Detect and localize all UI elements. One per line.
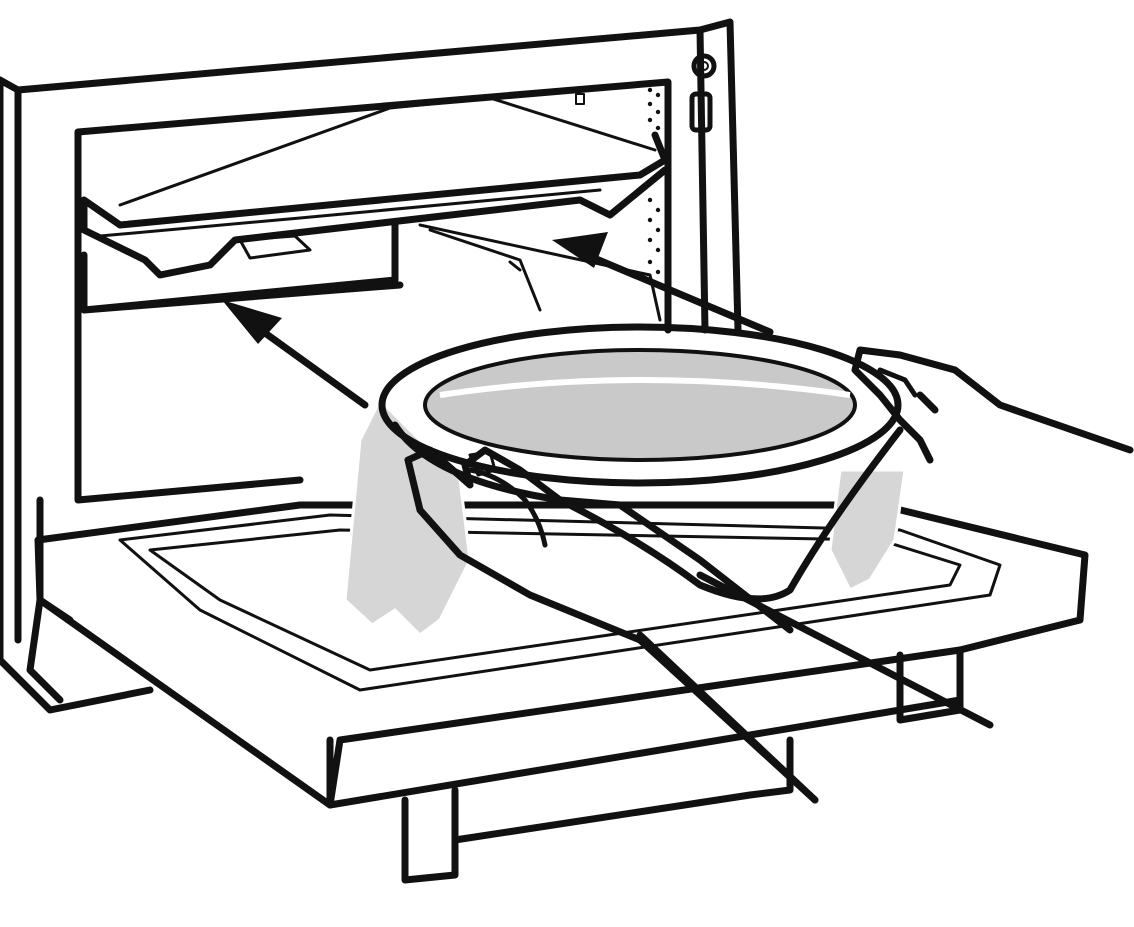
right-hand-outline (851, 346, 1134, 464)
upper-tray-top-edge (118, 96, 657, 207)
insert-arrow-lower (222, 300, 369, 409)
upper-tray-outline (80, 131, 669, 279)
right-finger-grip (877, 367, 918, 398)
arrow-head-icon (552, 232, 608, 268)
cavity-notch (575, 93, 585, 105)
vent-grille (647, 87, 661, 275)
cavity-floor-line (80, 221, 404, 314)
oven-side-panel (0, 76, 154, 714)
arrow-head-icon (222, 300, 282, 344)
bowl (378, 323, 904, 603)
cavity-rack (80, 221, 662, 322)
side-rail (418, 223, 662, 322)
bowl-rim-outer (378, 323, 902, 487)
left-hand (404, 446, 819, 804)
wrap-right-drape (828, 468, 907, 593)
left-thumbnail (468, 450, 497, 477)
insert-arrow-upper (552, 232, 774, 336)
left-hand-outline (404, 446, 819, 804)
oven-body (0, 18, 742, 714)
door-outer (34, 501, 1089, 809)
bowl-inner-food (423, 348, 857, 462)
upper-tray-rim (98, 188, 602, 238)
door-release-button-icon (689, 91, 713, 133)
oven-outer-casing (0, 18, 742, 644)
oven-cavity-frame (74, 78, 672, 504)
left-forearm (636, 571, 994, 804)
upper-tray (80, 96, 669, 279)
control-knob-center (699, 61, 709, 71)
upper-tray-handle (238, 234, 312, 260)
control-knob-icon (691, 53, 717, 79)
wrap-sheen (439, 377, 851, 398)
bowl-body (391, 421, 904, 603)
left-thumb (467, 467, 548, 548)
right-hand (851, 346, 1134, 464)
door-support-right (896, 646, 964, 724)
door-hinge-left (26, 496, 74, 704)
